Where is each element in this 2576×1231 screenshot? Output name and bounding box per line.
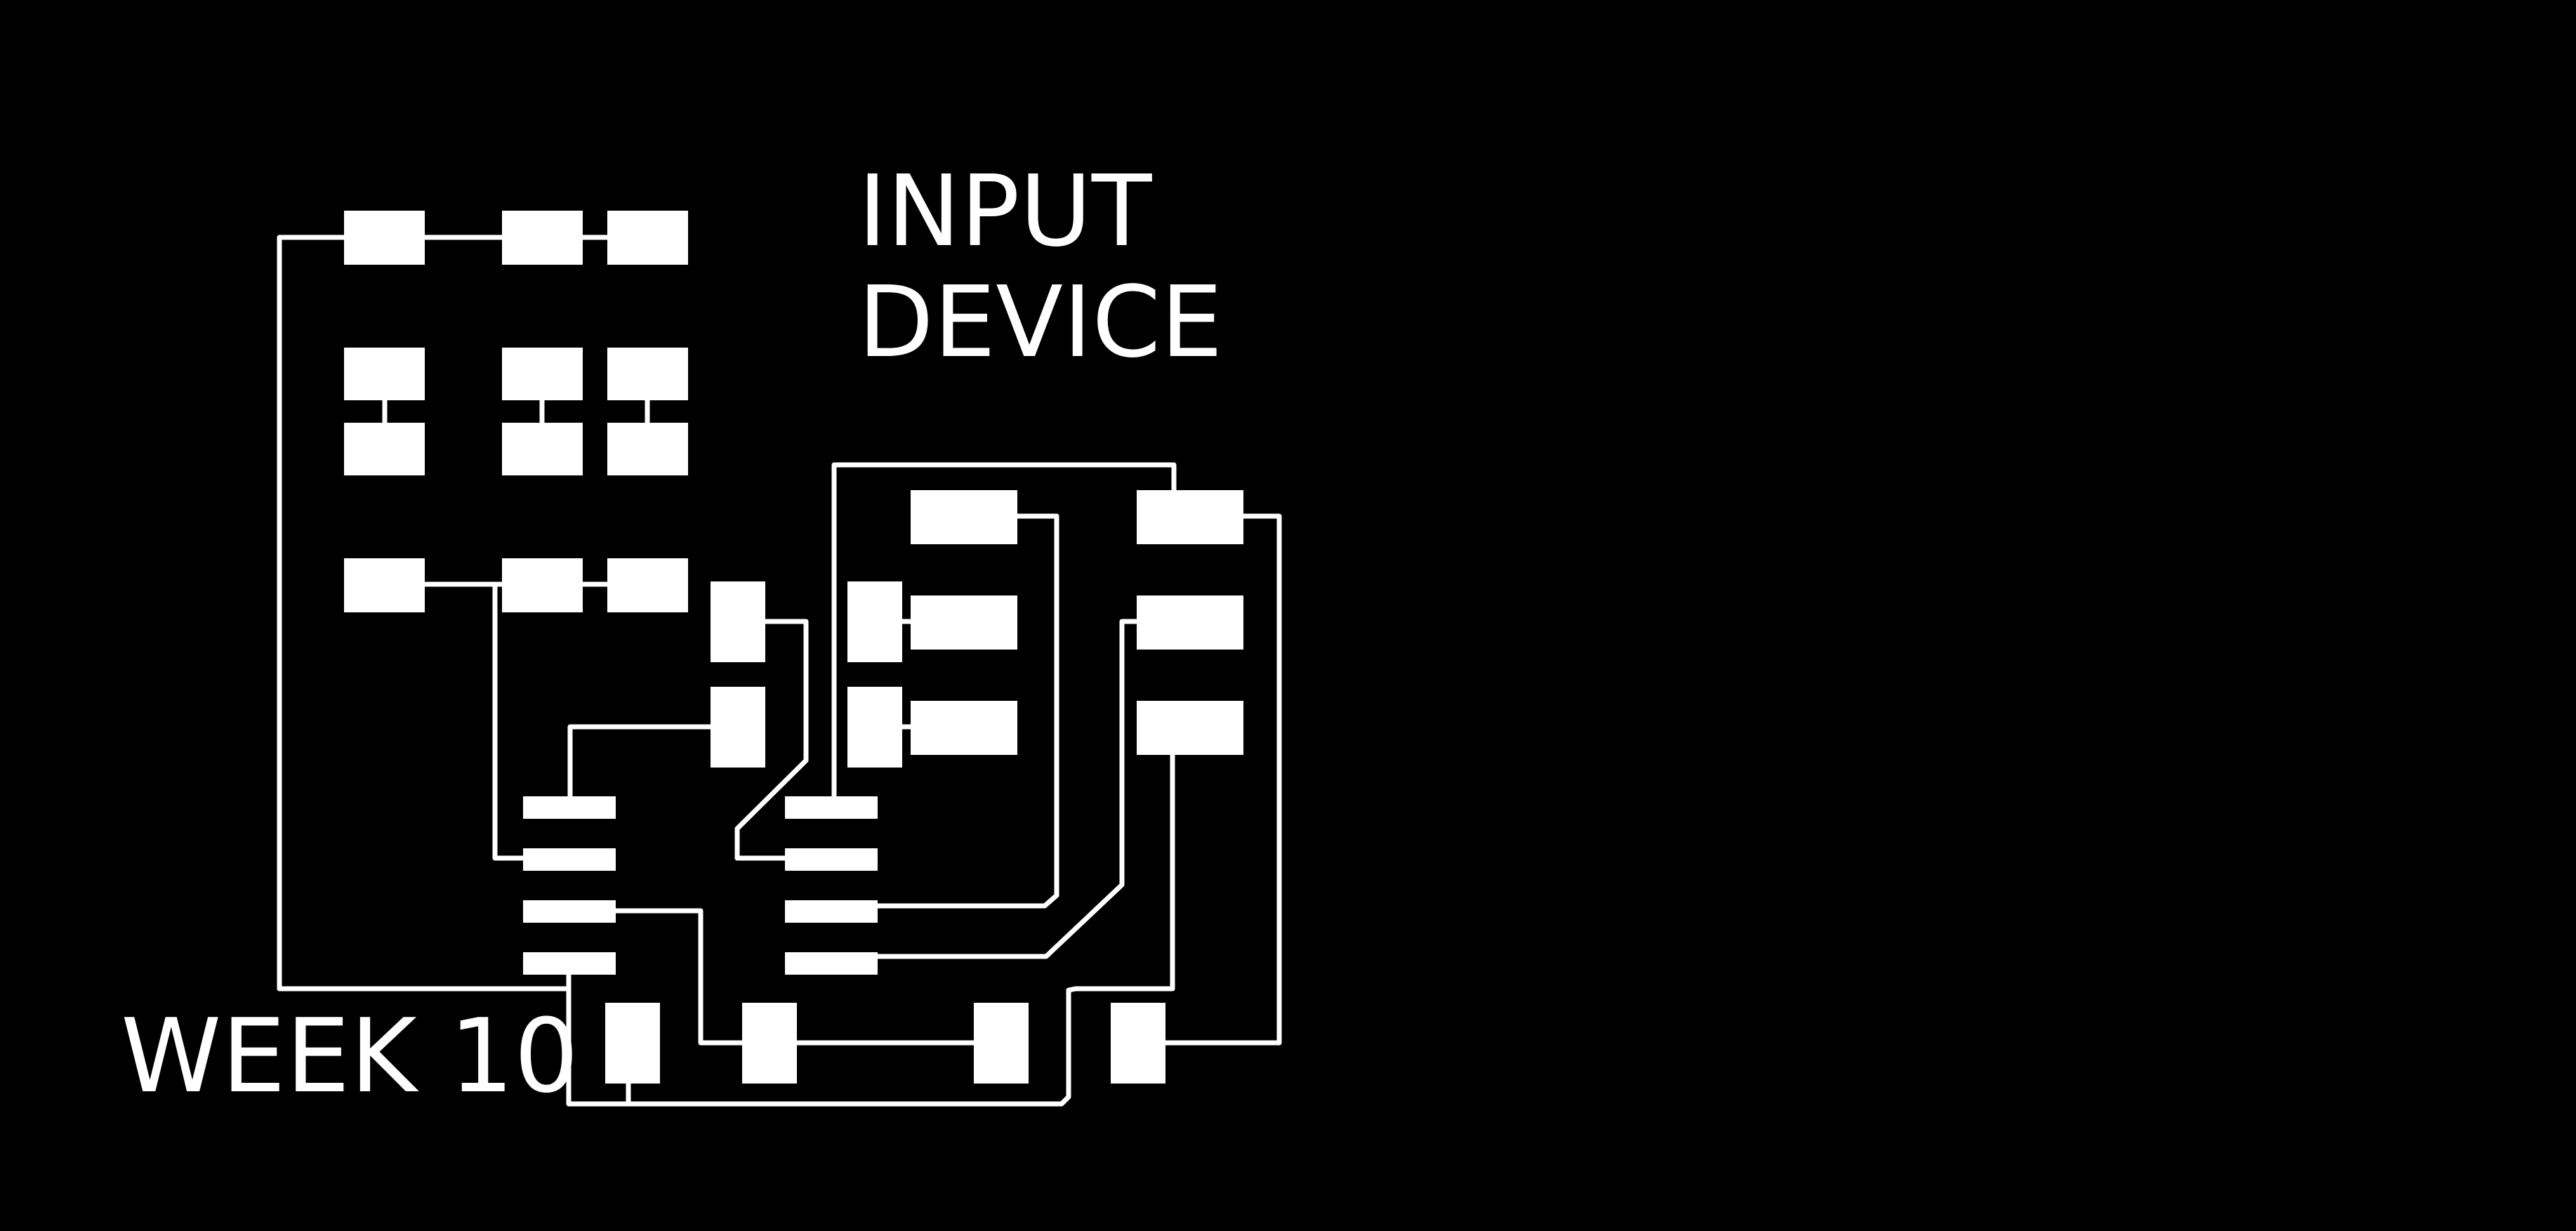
pad xyxy=(502,348,583,400)
pad xyxy=(1137,595,1243,650)
trace-res-to-ic xyxy=(567,724,740,800)
pad xyxy=(1111,1003,1165,1084)
pad xyxy=(711,581,765,662)
pad xyxy=(502,558,583,612)
pad xyxy=(607,211,688,265)
pad xyxy=(1137,490,1243,544)
pad xyxy=(605,1003,660,1084)
trace-diagonal-upper xyxy=(734,619,809,861)
pad xyxy=(742,1003,797,1084)
ic-pin xyxy=(523,952,616,975)
pad xyxy=(911,701,1017,755)
ic-pin xyxy=(523,848,616,871)
ic-pin xyxy=(523,796,616,819)
pad xyxy=(502,423,583,475)
title-line-1: INPUT xyxy=(858,154,1152,269)
pads xyxy=(344,211,1243,1084)
ic-pin xyxy=(785,796,878,819)
trace-ic-right-4 xyxy=(875,619,1140,959)
pad xyxy=(607,423,688,475)
pad xyxy=(974,1003,1029,1084)
pad xyxy=(607,558,688,612)
trace-ic-pin3 xyxy=(612,908,747,1046)
pad xyxy=(344,348,425,400)
pad xyxy=(502,211,583,265)
trace-row3-to-ic xyxy=(492,581,529,861)
ic-pin xyxy=(523,900,616,923)
pad xyxy=(344,211,425,265)
pad xyxy=(344,423,425,475)
traces xyxy=(277,235,1282,1107)
trace-left-bus xyxy=(277,235,572,992)
pad xyxy=(344,558,425,612)
pad xyxy=(711,687,765,768)
trace-top-loop xyxy=(831,462,1177,800)
trace-bottom-loop xyxy=(566,749,1175,1107)
ic-pin xyxy=(785,900,878,923)
ic-pin xyxy=(785,952,878,975)
title-line-2: DEVICE xyxy=(858,265,1223,380)
pad xyxy=(847,687,902,768)
trace-right-loop xyxy=(1163,513,1282,1046)
ic-pin xyxy=(785,848,878,871)
pad xyxy=(911,490,1017,544)
week-label: WEEK 10 xyxy=(121,997,579,1116)
pad xyxy=(911,595,1017,650)
pad xyxy=(607,348,688,400)
pad xyxy=(847,581,902,662)
trace-ic-right-2 xyxy=(875,513,1059,909)
pad xyxy=(1137,701,1243,755)
